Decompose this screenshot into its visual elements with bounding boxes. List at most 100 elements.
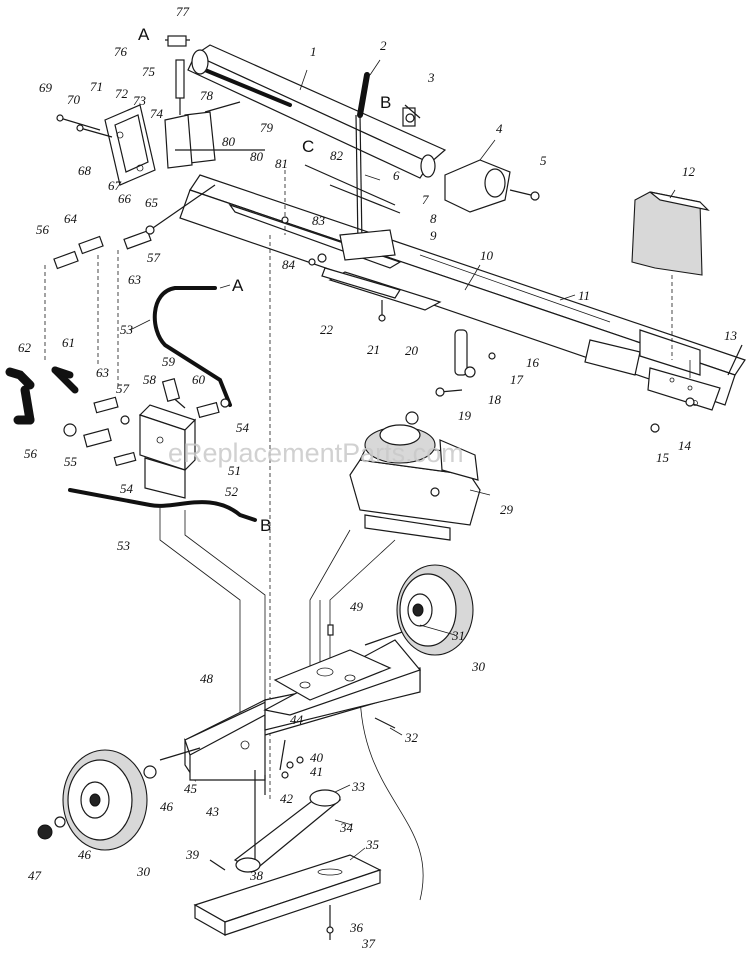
fittings-upper-left bbox=[53, 184, 216, 270]
axle-45 bbox=[159, 747, 201, 761]
label-part-51: 51 bbox=[228, 463, 241, 478]
label-part-46-upper: 46 bbox=[160, 799, 174, 814]
hydraulic-cylinder-1 bbox=[187, 44, 447, 179]
label-part-80-lower: 80 bbox=[250, 149, 264, 164]
label-part-19: 19 bbox=[458, 408, 472, 423]
label-part-17: 17 bbox=[510, 372, 524, 387]
bolts-69-70 bbox=[56, 114, 113, 138]
label-part-73: 73 bbox=[133, 93, 147, 108]
bolt-32 bbox=[374, 717, 396, 729]
connector-letter-b-top: B bbox=[380, 93, 391, 112]
label-part-75: 75 bbox=[142, 64, 156, 79]
label-part-1: 1 bbox=[310, 44, 317, 59]
connector-letter-b-hose: B bbox=[260, 516, 271, 535]
label-part-76: 76 bbox=[114, 44, 128, 59]
engine-29 bbox=[349, 411, 481, 541]
label-part-61: 61 bbox=[62, 335, 75, 350]
hydraulic-hose-53-upper bbox=[152, 286, 232, 407]
label-part-78: 78 bbox=[200, 88, 214, 103]
label-part-22: 22 bbox=[320, 322, 334, 337]
label-part-56-upper: 56 bbox=[36, 222, 50, 237]
label-part-20: 20 bbox=[405, 343, 419, 358]
label-part-39: 39 bbox=[185, 847, 200, 862]
part-labels: 1 2 3 4 5 6 7 8 9 10 11 12 13 14 15 16 1… bbox=[18, 4, 738, 951]
fittings-mid-left bbox=[63, 396, 230, 467]
label-part-62: 62 bbox=[18, 340, 32, 355]
label-part-42: 42 bbox=[280, 791, 294, 806]
label-part-79: 79 bbox=[260, 120, 274, 135]
label-part-66: 66 bbox=[118, 191, 132, 206]
label-part-57-upper: 57 bbox=[147, 250, 161, 265]
label-part-38: 38 bbox=[249, 868, 264, 883]
beam-11 bbox=[179, 174, 746, 411]
label-part-64: 64 bbox=[64, 211, 78, 226]
label-part-4: 4 bbox=[496, 121, 503, 136]
wedge-shield-12 bbox=[631, 191, 710, 360]
label-part-49: 49 bbox=[350, 599, 364, 614]
label-part-13: 13 bbox=[724, 328, 738, 343]
label-part-54-left: 54 bbox=[120, 481, 134, 496]
label-part-55: 55 bbox=[64, 454, 78, 469]
label-part-82: 82 bbox=[330, 148, 344, 163]
wheel-30-left bbox=[62, 749, 148, 851]
label-part-74: 74 bbox=[150, 106, 164, 121]
connector-letter-c: C bbox=[302, 137, 314, 156]
fasteners-13-14-15 bbox=[650, 344, 743, 433]
axle-31 bbox=[364, 629, 409, 646]
label-part-5: 5 bbox=[540, 153, 547, 168]
label-part-46-lower: 46 bbox=[78, 847, 92, 862]
wheel-30-right bbox=[396, 564, 474, 656]
label-part-47: 47 bbox=[28, 868, 42, 883]
label-part-11: 11 bbox=[578, 288, 590, 303]
label-part-43: 43 bbox=[206, 804, 220, 819]
label-part-6: 6 bbox=[393, 168, 400, 183]
label-part-53-lower: 53 bbox=[117, 538, 131, 553]
small-bracket-parts bbox=[435, 329, 496, 397]
hydraulic-hose-53-lower bbox=[68, 488, 257, 522]
label-part-71: 71 bbox=[90, 79, 103, 94]
label-part-21: 21 bbox=[367, 342, 380, 357]
label-part-2: 2 bbox=[380, 38, 387, 53]
label-part-69: 69 bbox=[39, 80, 53, 95]
label-part-14: 14 bbox=[678, 438, 692, 453]
label-part-63-upper: 63 bbox=[128, 272, 142, 287]
label-part-81: 81 bbox=[275, 156, 288, 171]
label-part-83: 83 bbox=[312, 213, 326, 228]
label-part-33: 33 bbox=[351, 779, 366, 794]
hub-cap-47 bbox=[37, 824, 53, 840]
label-part-77: 77 bbox=[176, 4, 190, 19]
label-part-80-upper: 80 bbox=[222, 134, 236, 149]
spacer-46-lower bbox=[54, 816, 66, 828]
label-part-32: 32 bbox=[404, 730, 419, 745]
label-part-53-upper: 53 bbox=[120, 322, 134, 337]
base-plate-35 bbox=[193, 854, 382, 937]
label-part-18: 18 bbox=[488, 392, 502, 407]
label-part-63-lower: 63 bbox=[96, 365, 110, 380]
label-part-16: 16 bbox=[526, 355, 540, 370]
label-part-45: 45 bbox=[184, 781, 198, 796]
label-part-3: 3 bbox=[427, 70, 435, 85]
label-part-65: 65 bbox=[145, 195, 159, 210]
label-part-31: 31 bbox=[451, 628, 465, 643]
label-part-7: 7 bbox=[422, 192, 429, 207]
watermark-text: eReplacementParts.com bbox=[168, 438, 464, 468]
label-part-30-left: 30 bbox=[136, 864, 151, 879]
label-part-60: 60 bbox=[192, 372, 206, 387]
connector-letter-a-top: A bbox=[138, 25, 150, 44]
spacer-46-upper bbox=[143, 765, 157, 779]
label-part-35: 35 bbox=[365, 837, 380, 852]
label-part-67: 67 bbox=[108, 178, 122, 193]
label-part-84: 84 bbox=[282, 257, 296, 272]
hoses-61-62 bbox=[5, 366, 79, 425]
control-valve-58 bbox=[138, 378, 197, 499]
tow-tongue-34 bbox=[233, 770, 342, 873]
label-part-37: 37 bbox=[361, 936, 376, 951]
label-part-52: 52 bbox=[225, 484, 239, 499]
label-part-56-lower: 56 bbox=[24, 446, 38, 461]
washer-83 bbox=[317, 253, 327, 263]
connector-letter-a-hose: A bbox=[232, 276, 244, 295]
label-part-59: 59 bbox=[162, 354, 176, 369]
label-part-44: 44 bbox=[290, 712, 304, 727]
